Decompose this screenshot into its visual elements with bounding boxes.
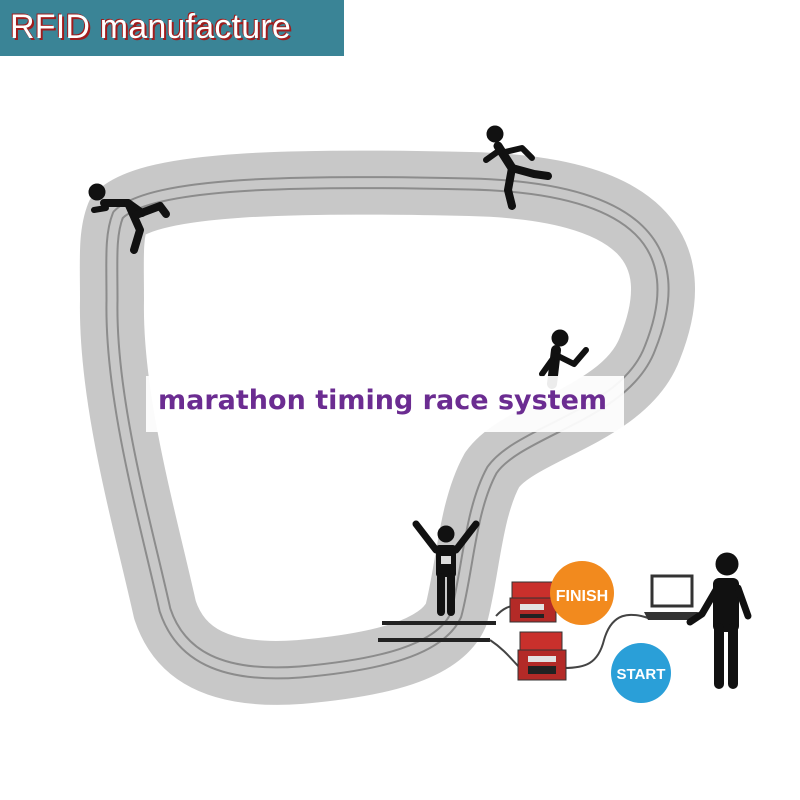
- runner-icon: [483, 125, 552, 210]
- finish-badge: FINISH: [550, 561, 614, 625]
- finisher-icon: [412, 520, 480, 616]
- caption-box: marathon timing race system: [146, 376, 624, 432]
- brand-title: RFID manufacture: [10, 8, 291, 46]
- svg-text:START: START: [617, 666, 666, 683]
- start-badge: START: [611, 643, 671, 703]
- runner-icon: [88, 183, 170, 254]
- timing-box-icon: [509, 581, 557, 623]
- runner-icon: [539, 329, 589, 389]
- race-track: [79, 150, 695, 705]
- laptop-icon: [644, 574, 698, 620]
- caption-text: marathon timing race system: [158, 385, 608, 416]
- brand-banner: RFID manufacture: [0, 0, 344, 56]
- finish-start-lines: [378, 621, 496, 642]
- svg-text:FINISH: FINISH: [556, 588, 608, 605]
- timing-box-icon: [517, 631, 567, 681]
- operator-icon: [686, 552, 752, 689]
